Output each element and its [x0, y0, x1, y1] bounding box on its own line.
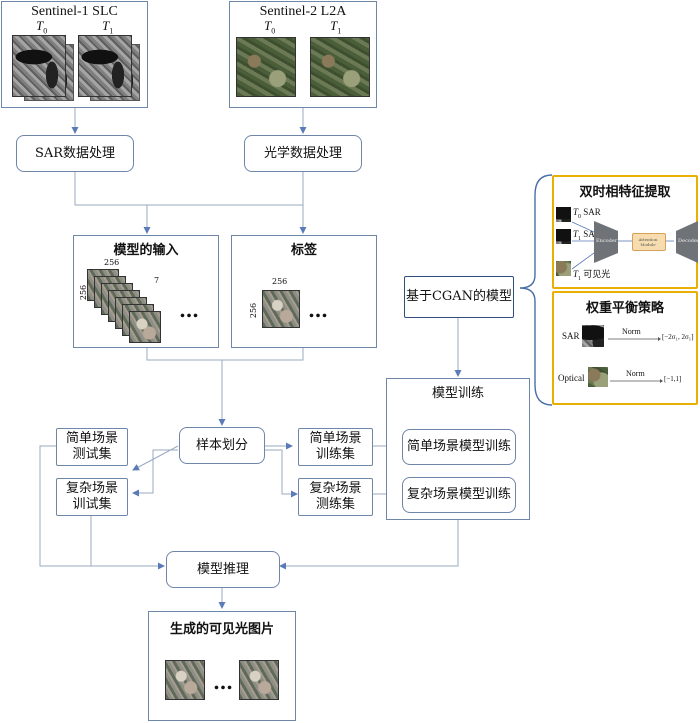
- sentinel1-title: Sentinel-1 SLC: [31, 4, 118, 19]
- feat-sar-t0-label: T0 SAR: [573, 207, 601, 220]
- weight-balance-panel: 权重平衡策略 SAR Norm [−2σ₁, 2σ₁] Optical Norm…: [552, 291, 698, 405]
- cgan-model-box: 基于CGAN的模型: [404, 276, 514, 318]
- t1-sub: 1: [109, 26, 114, 36]
- wb-optical-image: [588, 367, 608, 387]
- sentinel2-box: Sentinel-2 L2A T0 T1: [229, 1, 377, 108]
- feat-optical-t1-image: [556, 261, 571, 276]
- t1-var: T: [573, 269, 579, 279]
- channel-count-label: 7: [154, 276, 160, 285]
- decoder-label: Decoder: [678, 238, 700, 244]
- t0-sub: 0: [578, 213, 582, 220]
- complex-train-set-box: 复杂场景训试集: [56, 478, 128, 516]
- model-inference-box: 模型推理: [166, 551, 280, 588]
- feat-sar-t1-image: [556, 229, 571, 244]
- t0-sub: 0: [271, 26, 276, 36]
- sentinel1-box: Sentinel-1 SLC T0 T1: [1, 1, 148, 108]
- sentinel1-t0-label: T0: [36, 18, 47, 36]
- wb-sar-norm: Norm: [622, 327, 641, 336]
- output-image-1: [165, 660, 205, 700]
- t1-var: T: [102, 18, 110, 33]
- dual-feature-panel: 双时相特征提取 T0 SAR T1 SAR T1 可见光 Encoder Att…: [552, 175, 700, 289]
- t1-sub: 1: [578, 235, 582, 242]
- sentinel1-t1-label: T1: [102, 18, 113, 36]
- optical-text: 可见光: [583, 269, 611, 279]
- sar-image-t1: [78, 35, 132, 97]
- model-input-title: 模型的输入: [113, 243, 179, 258]
- sar-text: SAR: [583, 207, 601, 217]
- output-title: 生成的可见光图片: [169, 622, 274, 637]
- sentinel2-title: Sentinel-2 L2A: [259, 4, 347, 19]
- t1-var: T: [573, 229, 579, 239]
- sentinel2-t1-label: T1: [330, 18, 341, 36]
- simple-train-set-box: 简单场景训练集: [298, 428, 373, 466]
- output-ellipsis: …: [213, 670, 234, 694]
- weight-balance-title: 权重平衡策略: [585, 301, 664, 316]
- encoder-label: Encoder: [596, 238, 618, 244]
- wb-arrows: [608, 337, 663, 383]
- sample-split-box: 样本划分: [179, 427, 265, 464]
- t0-sub: 0: [43, 26, 48, 36]
- model-training-title: 模型训练: [431, 386, 484, 401]
- wb-optical-range: [−1,1]: [664, 375, 682, 383]
- optical-image-t0: [236, 37, 296, 97]
- feat-sar-t0-image: [556, 207, 571, 222]
- complex-test-set-box: 复杂场景测练集: [298, 478, 373, 516]
- optical-image-t1: [310, 37, 370, 97]
- feat-sar-t1-label: T1 SAR: [573, 229, 601, 242]
- sar-text: SAR: [583, 229, 601, 239]
- label-tile: [262, 290, 300, 328]
- sar-processing-box: SAR数据处理: [16, 135, 134, 172]
- sentinel2-t0-label: T0: [264, 18, 275, 36]
- t1-var: T: [330, 18, 338, 33]
- output-image-2: [239, 660, 279, 700]
- t1-sub: 1: [578, 275, 582, 282]
- wb-sar-label: SAR: [562, 331, 580, 341]
- complex-scene-training-box: 复杂场景模型训练: [402, 477, 516, 513]
- label-dim-height: 256: [249, 302, 259, 319]
- t0-var: T: [264, 18, 272, 33]
- label-dim-width: 256: [272, 277, 288, 286]
- model-training-box: 模型训练 简单场景模型训练 复杂场景模型训练: [386, 378, 530, 520]
- input-tile-7: [129, 311, 161, 343]
- wb-sar-range: [−2σ₁, 2σ₁]: [662, 333, 694, 341]
- sar-image-t0: [12, 35, 66, 97]
- wb-optical-norm: Norm: [626, 369, 645, 378]
- optical-processing-box: 光学数据处理: [244, 135, 362, 172]
- attention-module-box: [632, 233, 666, 251]
- wb-sar-image: [582, 325, 604, 347]
- feat-optical-t1-label: T1 可见光: [573, 267, 610, 282]
- attention-module-label: Attention Module: [638, 237, 658, 247]
- decoder-shape: [676, 221, 698, 263]
- model-input-box: 模型的输入 256 256 7 …: [73, 235, 219, 348]
- output-images-box: 生成的可见光图片 …: [148, 611, 296, 721]
- t1-sub: 1: [337, 26, 342, 36]
- label-box: 标签 256 256 …: [231, 235, 377, 348]
- t0-var: T: [573, 207, 579, 217]
- model-input-ellipsis: …: [179, 298, 200, 322]
- encoder-decoder-diagram: [571, 221, 698, 270]
- t0-var: T: [36, 18, 44, 33]
- label-ellipsis: …: [308, 298, 329, 322]
- encoder-shape: [594, 221, 618, 263]
- dual-feature-title: 双时相特征提取: [579, 185, 671, 200]
- label-title: 标签: [290, 243, 317, 258]
- simple-test-set-box: 简单场景测试集: [56, 428, 128, 466]
- dim-width-label: 256: [104, 258, 120, 267]
- simple-scene-training-box: 简单场景模型训练: [402, 429, 516, 465]
- wb-optical-label: Optical: [558, 373, 585, 383]
